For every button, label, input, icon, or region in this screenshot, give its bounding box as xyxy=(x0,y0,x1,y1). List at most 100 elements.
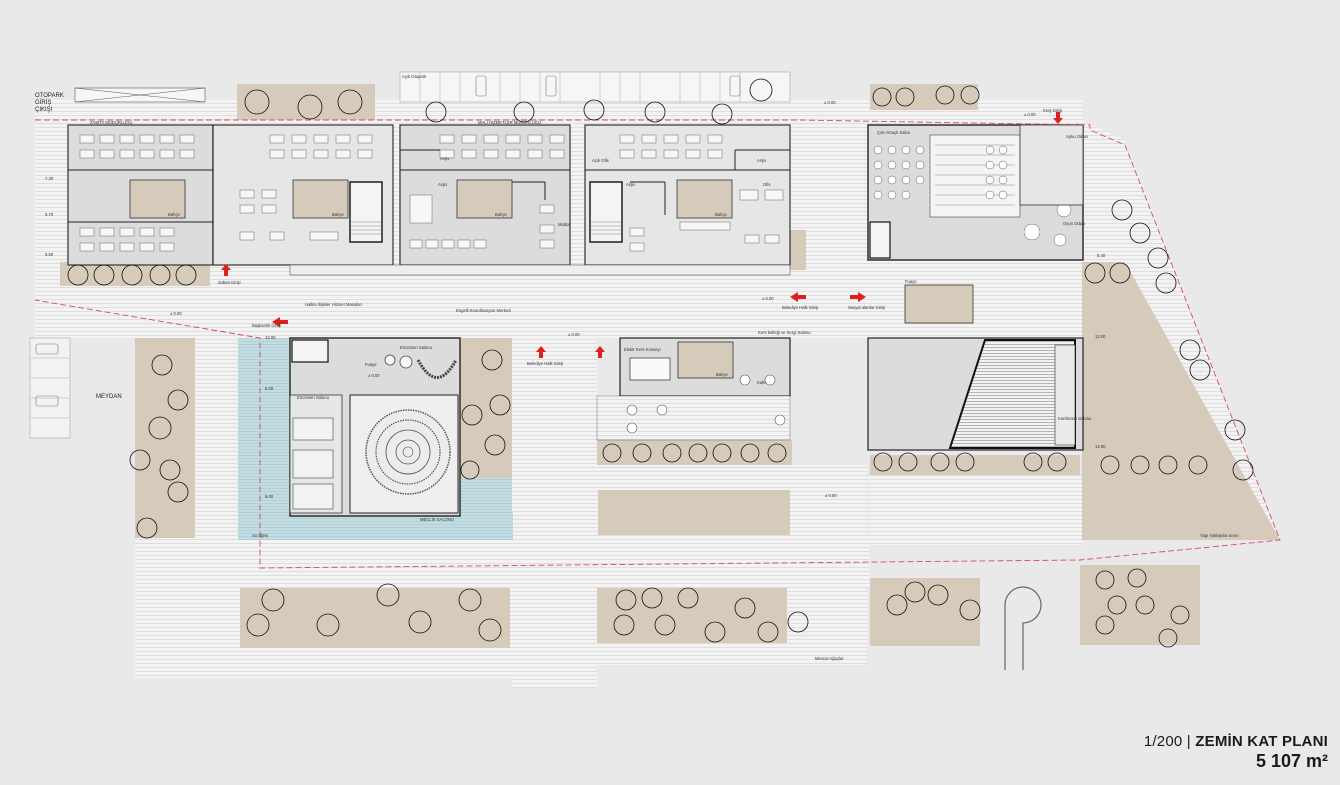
bahce-5 xyxy=(677,341,734,379)
arrow-belediye-east xyxy=(790,292,806,302)
kot-1400: 14.00 xyxy=(1095,444,1106,449)
label-arsiv-2: Arşiv xyxy=(438,182,448,187)
assembly-rings-outer xyxy=(365,409,451,495)
car-4 xyxy=(35,343,59,355)
south-road xyxy=(240,540,870,588)
arrow-zabita xyxy=(221,264,231,276)
council-room-2 xyxy=(292,449,334,479)
planter-center xyxy=(597,440,792,465)
council-room-3 xyxy=(292,483,334,510)
open-parking xyxy=(399,71,791,103)
label-belediye-halk-2: Belediye Halk Girişi xyxy=(782,305,818,310)
label-encumen-salonu-1: Encümen Salonu xyxy=(400,345,433,350)
label-bahce-5: Bahçe xyxy=(716,372,729,377)
label-mevcut-agaclar: Mevcut Ağaçlar xyxy=(815,656,844,661)
planter-se-strip xyxy=(870,455,1080,475)
assembly-rings-2 xyxy=(375,419,441,485)
council-stair xyxy=(291,339,329,363)
kot-550: 5.50 xyxy=(45,252,54,257)
east-block xyxy=(867,124,1084,324)
label-halkla-iliskiler: Halkla İlişkiler Hizmet Masaları xyxy=(305,302,362,307)
stair-core-1 xyxy=(349,181,383,243)
kot-600-b: 6.00 xyxy=(265,494,274,499)
entry-arrows xyxy=(221,112,1063,358)
plan-title: ZEMİN KAT PLANI xyxy=(1195,733,1328,750)
kres-rooms xyxy=(1019,124,1084,206)
label-oyun-odasi: Oyun Odası xyxy=(1063,221,1085,226)
kot-570: 5.70 xyxy=(45,212,54,217)
kot-1: ± 0.00 xyxy=(170,311,182,316)
stair-core-2 xyxy=(589,181,623,243)
planter-south-left xyxy=(240,588,510,648)
conference-hall xyxy=(948,339,1076,449)
site-boundary xyxy=(34,119,1281,569)
kot-540: 5.40 xyxy=(1097,253,1106,258)
label-kent-konseyi: Elektr Kent Konseyi xyxy=(624,347,661,352)
south-deck-east xyxy=(868,475,1083,545)
label-acik-ofis: Açık Ofis xyxy=(592,158,609,163)
planter-east-wedge xyxy=(1082,262,1280,540)
label-konferans: Konferans Salonu xyxy=(1058,416,1092,421)
label-zabita-girisi: Zabıta Girişi xyxy=(218,280,241,285)
plan-scale: 1/200 xyxy=(1143,733,1183,750)
label-baskanlik-girisi: Başkanlık Girişi xyxy=(252,323,281,328)
label-cok-amacli: Çok Amaçlı Salon xyxy=(877,130,911,135)
kot-3: ± 0.00 xyxy=(568,332,580,337)
assembly-centre xyxy=(402,446,414,458)
label-mali-hizmetler: MALİ HİZMETLER MÜDÜRLÜĞÜ xyxy=(478,120,541,125)
cafe-terrace xyxy=(596,395,791,441)
label-mudur: Müdür xyxy=(558,222,570,227)
assembly-rings-4 xyxy=(395,439,421,465)
label-fuaye-2: Fuaye xyxy=(905,279,917,284)
water-features xyxy=(238,338,513,540)
office-wing xyxy=(67,124,791,276)
label-fuaye-1: Fuaye xyxy=(365,362,377,367)
bahce-1 xyxy=(129,179,186,219)
planter-ne xyxy=(870,84,978,110)
label-uyku-odasi: Uyku Odası xyxy=(1066,134,1088,139)
label-yapi-yaklasma: Yapı Yaklaşma Sınırı xyxy=(1200,533,1239,538)
label-cikisi: ÇIKIŞI xyxy=(35,107,53,113)
label-belediye-halk-1: Belediye Halk Girişi xyxy=(527,361,563,366)
label-encumen-salonu-2: Encümen Salonu xyxy=(297,395,330,400)
plan-separator: | xyxy=(1186,733,1191,750)
west-parking xyxy=(29,337,71,439)
car-1 xyxy=(475,75,487,97)
label-sosyal-alanlar: Sosyal alanlar Girişi xyxy=(848,305,885,310)
kent-table xyxy=(629,357,671,381)
kent-konseyi-block xyxy=(596,337,791,441)
label-ofis: Ofis xyxy=(763,182,770,187)
label-kres-girisi: Kreş Girişi xyxy=(1043,108,1062,113)
kot-730: 7.30 xyxy=(45,176,54,181)
cok-amacli-hall xyxy=(929,134,1021,218)
trees xyxy=(67,78,1254,648)
level-markers: ± 0.00 ± 0.00 ± 0.00 ± 0.00 ± 0.00 ± 0.0… xyxy=(45,100,1106,499)
planter-east-strip xyxy=(790,230,806,270)
label-bahce-2: Bahçe xyxy=(332,212,345,217)
planter-far-right xyxy=(1080,565,1200,645)
arrow-belediye-1 xyxy=(536,346,546,358)
label-bahce-1: Bahçe xyxy=(168,212,181,217)
bahce-3 xyxy=(456,179,513,219)
room-labels: OTOPARK GİRİŞ ÇIKIŞI MEYDAN Açık Otopark… xyxy=(35,74,1239,661)
label-bahce-4: Bahçe xyxy=(715,212,728,217)
conference-block xyxy=(867,337,1084,451)
arrow-sosyal xyxy=(850,292,866,302)
kot-4: ± 0.00 xyxy=(762,296,774,301)
car-3 xyxy=(729,75,741,97)
planter-nw xyxy=(237,84,375,120)
label-kafe: Kafe xyxy=(757,380,766,385)
kot-1200-b: 12.00 xyxy=(1095,334,1106,339)
corridor xyxy=(289,264,791,276)
car-5 xyxy=(35,395,59,407)
conference-stage xyxy=(1054,344,1076,446)
kot-7: ± 0.00 xyxy=(1024,112,1036,117)
bahce-4 xyxy=(676,179,733,219)
arrow-baskanlik xyxy=(272,317,288,327)
label-kent-bellegi: Kent belleği ve Sergi Salonu xyxy=(758,330,811,335)
plan-title-block: 1/200 | ZEMİN KAT PLANI 5 107 m² xyxy=(1144,733,1328,772)
assembly-rings-3 xyxy=(385,429,431,475)
label-meydan: MEYDAN xyxy=(96,394,122,400)
arrow-belediye-2 xyxy=(595,346,605,358)
